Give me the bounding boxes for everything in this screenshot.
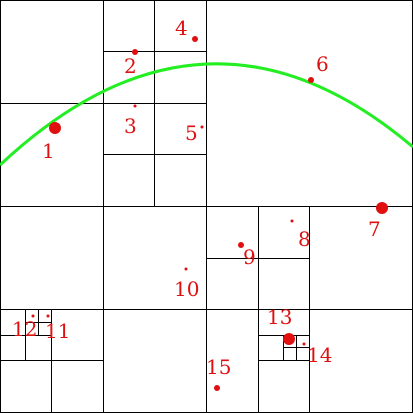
point-6-marker — [308, 77, 314, 83]
point-11-label: 11 — [45, 319, 70, 343]
point-6-label: 6 — [316, 52, 329, 76]
point-15-marker — [214, 385, 220, 391]
point-3-label: 3 — [124, 114, 137, 138]
point-4-marker — [192, 36, 198, 42]
point-11-marker — [46, 314, 50, 318]
point-14-marker — [302, 342, 306, 346]
point-13-marker — [283, 333, 295, 345]
point-5-label: 5 — [185, 121, 198, 145]
point-8-marker — [290, 219, 294, 223]
point-1-label: 1 — [42, 139, 55, 163]
point-12-marker — [31, 314, 35, 318]
point-4-label: 4 — [175, 16, 188, 40]
point-markers — [31, 36, 388, 391]
point-10-marker — [184, 267, 188, 271]
point-7-marker — [376, 202, 388, 214]
point-14-label: 14 — [307, 343, 332, 367]
point-9-label: 9 — [243, 245, 256, 269]
point-8-label: 8 — [298, 227, 311, 251]
point-10-label: 10 — [174, 277, 199, 301]
point-9-marker — [238, 242, 244, 248]
point-12-label: 12 — [12, 317, 37, 341]
point-2-label: 2 — [124, 54, 137, 78]
point-3-marker — [133, 104, 137, 108]
point-2-marker — [132, 49, 138, 55]
point-13-label: 13 — [267, 305, 292, 329]
point-15-label: 15 — [206, 355, 231, 379]
point-labels: 1 2 3 4 5 6 7 8 9 10 11 12 13 14 15 — [12, 16, 381, 379]
point-7-label: 7 — [368, 217, 381, 241]
point-5-marker — [200, 125, 204, 129]
arc-curve — [0, 62, 413, 167]
point-1-marker — [49, 122, 61, 134]
